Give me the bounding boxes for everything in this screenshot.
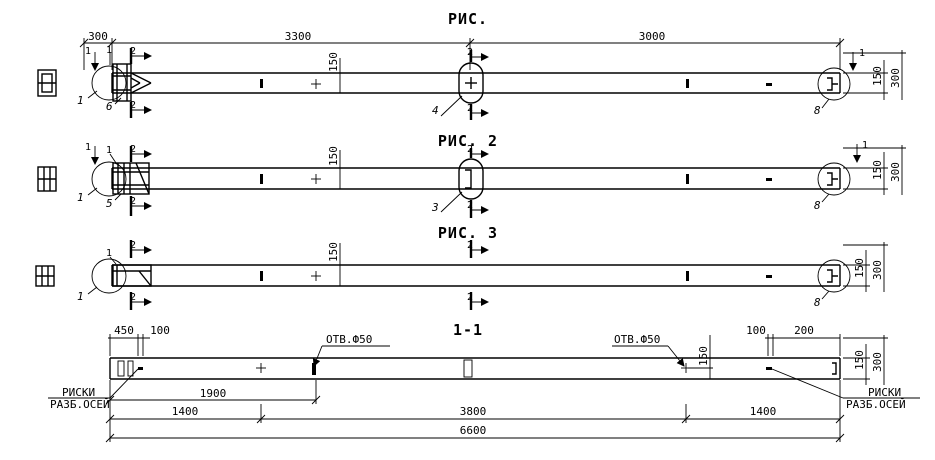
fig2-beam: 150 <box>111 146 841 190</box>
fig1-dim-150-right: 150 <box>871 66 884 86</box>
section-1-1: 1-1 450 100 100 200 <box>48 321 920 443</box>
hole-note-left: ОТВ.Ф50 <box>326 333 372 346</box>
fig3-dim-150-mid: 150 <box>327 242 340 262</box>
fig1-callout-1-top: 1 <box>106 45 112 56</box>
section-dim-150-mid: 150 <box>697 346 710 366</box>
fig2-arrow-number-right: 1 <box>862 140 868 151</box>
section-hole-notes: ОТВ.Ф50 ОТВ.Ф50 150 <box>312 333 713 379</box>
hole-note-right: ОТВ.Ф50 <box>614 333 660 346</box>
fig1-beam: 150 <box>111 52 841 94</box>
section-dim-150-right: 150 <box>853 350 866 370</box>
dim-6600: 6600 <box>460 424 487 437</box>
fig2-cut-center-bottom: 2 <box>467 200 473 211</box>
fig3-callout-8: 8 <box>814 296 821 309</box>
section-title: 1-1 <box>453 321 483 339</box>
dim-300-left: 300 <box>88 30 108 43</box>
fig3-cut-center-bottom: 2 <box>467 292 473 303</box>
dim-3000: 3000 <box>639 30 666 43</box>
fig3-callout-1: 1 <box>77 290 84 303</box>
fig1-callout-6: 6 <box>106 100 113 113</box>
fig2-center-opening: 2 2 3 <box>431 144 489 218</box>
fig2-cut-center-top: 2 <box>467 144 473 155</box>
section-beam <box>109 357 841 380</box>
section-bottom-dimensions: 1900 1400 3800 1400 6600 <box>105 380 845 443</box>
fig2-dim-150-right: 150 <box>871 160 884 180</box>
figure-1: РИС. 300 3300 3000 <box>37 10 906 120</box>
dim-450: 450 <box>114 324 134 337</box>
fig2-callout-1: 1 <box>77 191 84 204</box>
figure-1-title: РИС. <box>448 10 488 28</box>
fig1-callout-4: 4 <box>432 104 439 117</box>
figure-3: РИС. 3 150 1 1 2 <box>35 224 888 310</box>
fig3-callout-1-top: 1 <box>106 248 112 259</box>
fig3-cut-left-bottom: 2 <box>130 292 136 303</box>
fig3-beam: 150 <box>111 242 841 287</box>
fig2-right-end: 8 1 150 300 <box>814 140 906 212</box>
fig2-callout-8: 8 <box>814 199 821 212</box>
fig3-center-cut: 2 2 <box>467 240 489 310</box>
fig2-cut-left-bottom: 2 <box>130 196 136 207</box>
dim-1400-left: 1400 <box>172 405 199 418</box>
fig3-cut-left-top: 2 <box>130 240 136 251</box>
marks-note-left-line1: РИСКИ <box>62 386 95 399</box>
dim-100-left: 100 <box>150 324 170 337</box>
marks-note-left-line2: РАЗБ.ОСЕЙ <box>50 398 110 411</box>
fig1-callout-8: 8 <box>814 104 821 117</box>
fig3-cross-section <box>35 265 55 287</box>
dim-3300: 3300 <box>285 30 312 43</box>
fig1-arrow-number: 1 <box>85 46 91 57</box>
fig3-dim-300-right: 300 <box>871 260 884 280</box>
fig1-arrow-number-right: 1 <box>859 48 865 59</box>
fig3-dim-150-right: 150 <box>853 258 866 278</box>
fig2-dim-300-right: 300 <box>889 162 902 182</box>
section-dim-300-right: 300 <box>871 352 884 372</box>
fig1-center-opening: 2 2 4 <box>432 47 489 120</box>
fig1-cut-left-top: 2 <box>130 46 136 57</box>
dim-1400-right: 1400 <box>750 405 777 418</box>
fig2-cross-section <box>37 166 57 192</box>
fig2-dim-150-mid: 150 <box>327 146 340 166</box>
dim-3800: 3800 <box>460 405 487 418</box>
fig1-cut-center-top: 2 <box>467 47 473 58</box>
section-axis-marks-callouts: РИСКИ РАЗБ.ОСЕЙ РИСКИ РАЗБ.ОСЕЙ <box>48 368 920 411</box>
section-right-dimensions: 150 300 <box>843 335 888 385</box>
section-top-dimensions: 450 100 100 200 <box>108 324 841 356</box>
dim-100-right: 100 <box>746 324 766 337</box>
fig3-cut-center-top: 2 <box>467 240 473 251</box>
fig3-left-end: 1 1 2 2 <box>77 240 152 310</box>
figure-3-title: РИС. 3 <box>438 224 498 242</box>
fig2-cut-left-top: 2 <box>130 144 136 155</box>
fig1-right-end: 8 1 150 300 <box>814 48 906 117</box>
fig1-dim-150-mid: 150 <box>327 52 340 72</box>
dim-1900: 1900 <box>200 387 227 400</box>
marks-note-right-line2: РАЗБ.ОСЕЙ <box>846 398 906 411</box>
fig3-right-end: 8 150 300 <box>814 242 888 309</box>
fig1-cross-section <box>37 69 57 97</box>
dim-200: 200 <box>794 324 814 337</box>
fig1-top-dimension-chain: 300 3300 3000 <box>79 30 845 70</box>
marks-note-right-line1: РИСКИ <box>868 386 901 399</box>
fig2-callout-1-top: 1 <box>106 145 112 156</box>
fig2-callout-5: 5 <box>106 197 113 210</box>
fig2-left-end: 1 1 1 5 2 2 <box>77 142 152 216</box>
figure-2-title: РИС. 2 <box>438 132 498 150</box>
fig1-cut-center-bottom: 2 <box>467 103 473 114</box>
fig1-cut-left-bottom: 2 <box>130 100 136 111</box>
figure-2: РИС. 2 150 1 1 <box>37 132 906 218</box>
fig1-left-end: 1 1 1 6 2 2 <box>77 45 152 118</box>
fig1-dim-300-right: 300 <box>889 68 902 88</box>
fig1-callout-1: 1 <box>77 94 84 107</box>
fig2-arrow-number: 1 <box>85 142 91 153</box>
fig2-callout-3: 3 <box>431 201 439 214</box>
